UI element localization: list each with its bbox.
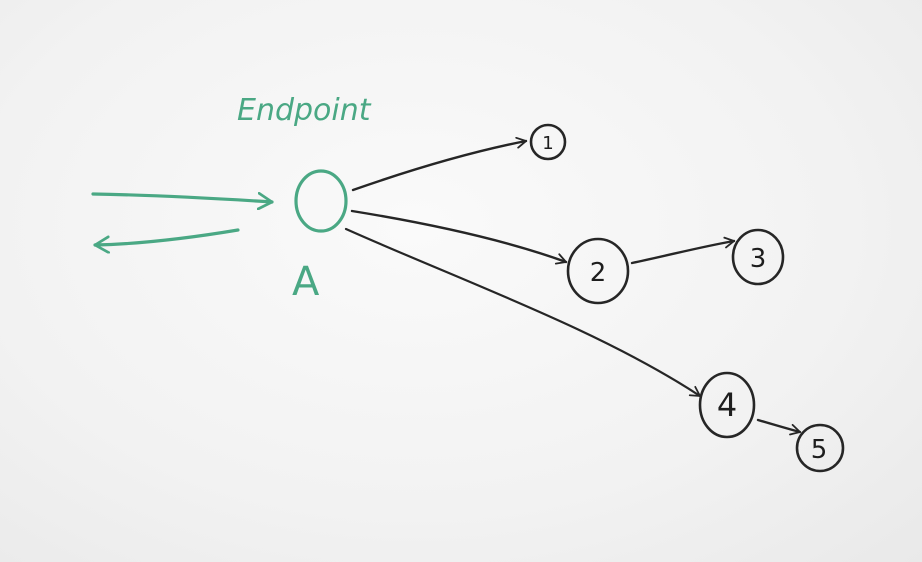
endpoint-title-label: Endpoint xyxy=(237,93,372,128)
edge-2-to-3 xyxy=(630,236,736,265)
endpoint-node-a xyxy=(294,169,348,233)
node-5-label: 5 xyxy=(811,435,828,465)
node-1-label: 1 xyxy=(542,133,553,154)
edge-a-to-2 xyxy=(350,209,568,265)
endpoint-node-a-label: A xyxy=(292,259,320,305)
node-3-label: 3 xyxy=(750,244,767,274)
edge-4-to-5 xyxy=(756,418,802,436)
incoming-request-arrow xyxy=(91,194,274,202)
node-2: 2 xyxy=(566,237,630,305)
node-1: 1 xyxy=(529,123,567,161)
edge-a-to-1 xyxy=(351,136,528,192)
edge-a-to-4 xyxy=(344,227,702,398)
node-4-label: 4 xyxy=(717,386,737,424)
node-2-label: 2 xyxy=(590,258,607,288)
outgoing-response-arrow xyxy=(93,228,240,245)
node-5: 5 xyxy=(795,423,845,473)
node-3: 3 xyxy=(731,228,785,286)
node-4: 4 xyxy=(698,371,756,439)
